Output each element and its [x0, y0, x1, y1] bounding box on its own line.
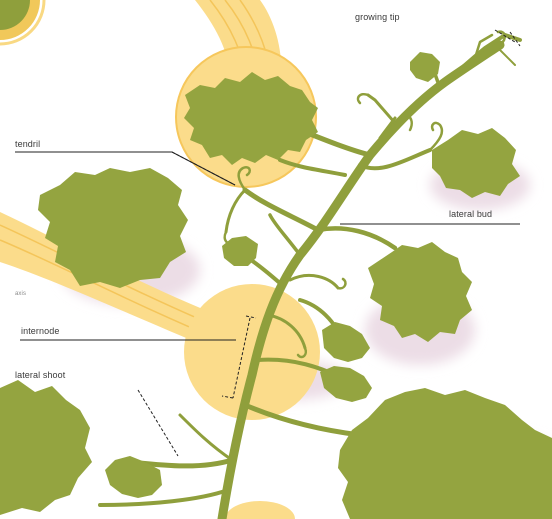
leaf-small-mid-2: [320, 366, 372, 402]
highlight-arc-top-left: [0, 0, 44, 44]
label-small-text: axis: [15, 291, 26, 297]
leaf-bottom-left: [0, 380, 92, 515]
leaf-bottom-right: [338, 388, 552, 519]
label-tendril: tendril: [15, 139, 40, 149]
lateral-shoot-leader: [138, 390, 178, 456]
label-lateral-bud: lateral bud: [449, 209, 492, 219]
label-internode: internode: [21, 326, 59, 336]
leaf-small-mid-1: [322, 322, 370, 362]
label-lateral-shoot: lateral shoot: [15, 370, 65, 380]
label-growing-tip: growing tip: [355, 12, 400, 22]
highlight-circle-bottom: [225, 501, 295, 519]
highlight-circle-internode: [184, 284, 320, 420]
